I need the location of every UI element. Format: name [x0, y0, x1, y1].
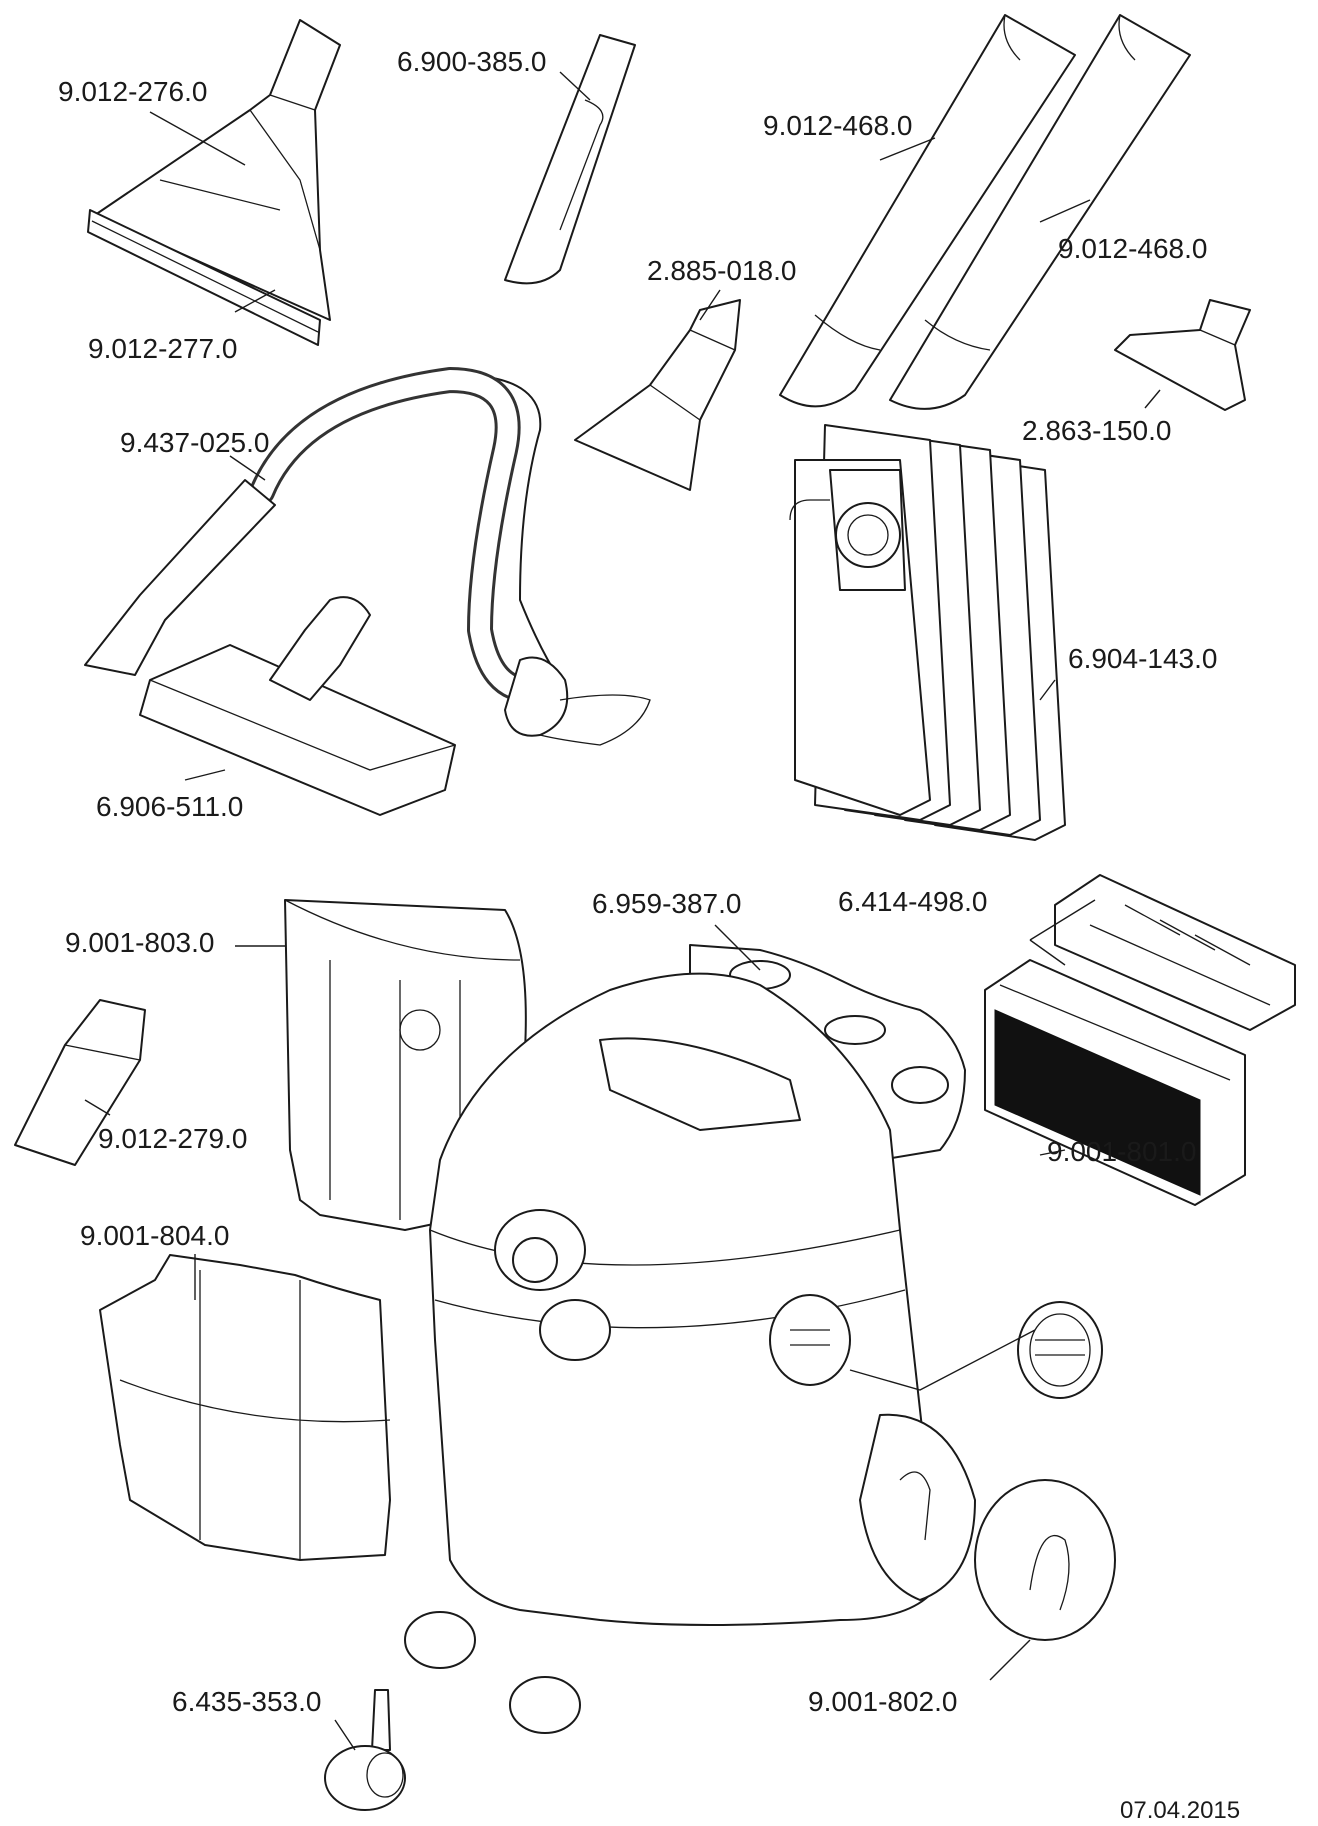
castor-wheel — [324, 1689, 406, 1811]
hand-nozzle — [574, 299, 741, 491]
part-label-9-012-277-0: 9.012-277.0 — [88, 333, 238, 364]
part-label-6-414-498-0: 6.414-498.0 — [838, 886, 988, 917]
part-label-9-012-468-0-right: 9.012-468.0 — [1058, 233, 1208, 264]
front-castor-right — [509, 1676, 581, 1734]
part-label-9-012-468-0-left: 9.012-468.0 — [763, 110, 913, 141]
suction-tube-2 — [889, 14, 1191, 410]
flat-pleated-filter-frame — [1054, 874, 1296, 1031]
hose-adapter — [14, 999, 146, 1166]
leader-lines — [84, 71, 1161, 1751]
container-insert-lower — [99, 1254, 391, 1561]
rear-wheel — [974, 1479, 1116, 1641]
crevice-nozzle — [504, 34, 636, 285]
part-label-9-001-801-0: 9.001-801.0 — [1047, 1136, 1197, 1167]
part-label-6-906-511-0: 6.906-511.0 — [96, 791, 244, 822]
flat-pleated-filter — [984, 959, 1246, 1206]
diagram-date: 07.04.2015 — [1120, 1797, 1241, 1824]
part-label-2-885-018-0: 2.885-018.0 — [647, 255, 797, 286]
part-label-9-437-025-0: 9.437-025.0 — [120, 427, 270, 458]
front-castor-left — [404, 1611, 476, 1669]
cover-cap — [1017, 1301, 1103, 1399]
part-label-6-959-387-0: 6.959-387.0 — [592, 888, 742, 919]
suction-tube-1 — [779, 14, 1076, 408]
wet-dry-floor-tool — [1114, 299, 1251, 411]
suction-hose — [84, 367, 651, 746]
nozzle-insert-strip — [87, 209, 321, 346]
part-label-9-012-279-0: 9.012-279.0 — [98, 1123, 248, 1154]
part-label-9-001-802-0: 9.001-802.0 — [808, 1686, 958, 1717]
part-label-6-904-143-0: 6.904-143.0 — [1068, 643, 1218, 674]
part-label-2-863-150-0: 2.863-150.0 — [1022, 415, 1172, 446]
upholstery-nozzle — [94, 19, 341, 321]
part-label-6-900-385-0: 6.900-385.0 — [397, 46, 547, 77]
part-label-6-435-353-0: 6.435-353.0 — [172, 1686, 322, 1717]
part-label-9-001-804-0: 9.001-804.0 — [80, 1220, 230, 1251]
part-label-9-012-276-0: 9.012-276.0 — [58, 76, 208, 107]
floor-nozzle — [139, 596, 456, 816]
filter-bags — [789, 424, 1066, 841]
part-label-9-001-803-0: 9.001-803.0 — [65, 927, 215, 958]
vacuum-cleaner-body — [429, 972, 976, 1626]
